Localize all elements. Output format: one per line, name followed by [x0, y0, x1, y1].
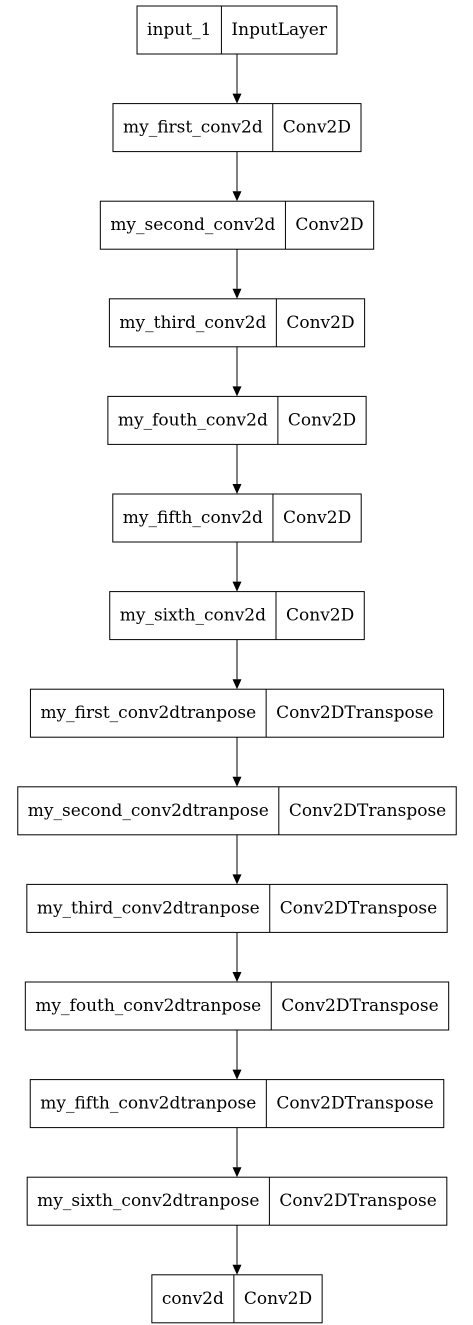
- arrowhead-icon: [232, 1264, 242, 1275]
- layer-node: conv2d Conv2D: [151, 1274, 323, 1324]
- layer-type-label: InputLayer: [231, 20, 327, 40]
- layer-name-label: my_third_conv2dtranpose: [37, 898, 260, 918]
- arrowhead-icon: [232, 484, 242, 494]
- layer-name-label: input_1: [147, 20, 211, 40]
- arrowhead-icon: [232, 972, 242, 982]
- layer-type-label: Conv2D: [286, 606, 354, 626]
- layer-name-label: my_fouth_conv2dtranpose: [35, 996, 261, 1016]
- layer-node: my_sixth_conv2dtranpose Conv2DTranspose: [26, 1176, 448, 1226]
- layer-node: my_third_conv2dtranpose Conv2DTranspose: [26, 883, 448, 933]
- arrowhead-icon: [232, 874, 242, 885]
- layer-box: [112, 493, 362, 543]
- layer-type-label: Conv2D: [288, 410, 356, 430]
- layer-box: [108, 298, 366, 348]
- layer-box: [24, 981, 450, 1031]
- layer-name-label: conv2d: [162, 1289, 224, 1309]
- layer-type-label: Conv2DTranspose: [276, 703, 433, 723]
- layer-type-label: Conv2D: [244, 1289, 312, 1309]
- layer-node: my_third_conv2d Conv2D: [108, 298, 366, 348]
- arrowhead-icon: [232, 776, 242, 787]
- layer-node: my_fifth_conv2dtranpose Conv2DTranspose: [29, 1079, 445, 1129]
- layer-type-label: Conv2D: [295, 215, 363, 235]
- arrowhead-icon: [232, 1069, 242, 1080]
- layer-box: [29, 1079, 445, 1129]
- arrowhead-icon: [232, 679, 242, 690]
- layer-name-label: my_fifth_conv2dtranpose: [40, 1094, 256, 1114]
- layer-type-label: Conv2DTranspose: [281, 996, 438, 1016]
- layer-box: [112, 103, 362, 153]
- edges-layer: [232, 54, 242, 1275]
- layer-box: [17, 786, 457, 836]
- layer-type-label: Conv2D: [283, 118, 351, 138]
- layer-node: my_second_conv2d Conv2D: [99, 200, 375, 250]
- layer-node: my_first_conv2dtranpose Conv2DTranspose: [29, 688, 445, 738]
- layer-type-label: Conv2DTranspose: [289, 801, 446, 821]
- layer-name-label: my_fifth_conv2d: [123, 508, 263, 528]
- arrowhead-icon: [232, 1167, 242, 1178]
- layer-name-label: my_sixth_conv2dtranpose: [37, 1191, 259, 1211]
- layer-node: my_fouth_conv2d Conv2D: [107, 395, 367, 445]
- layer-box: [136, 5, 338, 55]
- layer-type-label: Conv2D: [286, 313, 354, 333]
- layer-box: [26, 883, 448, 933]
- layer-name-label: my_third_conv2d: [119, 313, 266, 333]
- layer-node: my_fouth_conv2dtranpose Conv2DTranspose: [24, 981, 450, 1031]
- layer-box: [151, 1274, 323, 1324]
- layer-name-label: my_sixth_conv2d: [120, 606, 266, 626]
- layer-name-label: my_fouth_conv2d: [118, 410, 268, 430]
- layer-type-label: Conv2DTranspose: [276, 1094, 433, 1114]
- layer-node: my_sixth_conv2d Conv2D: [109, 591, 365, 641]
- layer-node: my_fifth_conv2d Conv2D: [112, 493, 362, 543]
- arrowhead-icon: [232, 288, 242, 299]
- arrowhead-icon: [232, 386, 242, 397]
- arrowhead-icon: [232, 93, 242, 104]
- layer-node: my_first_conv2d Conv2D: [112, 103, 362, 153]
- layer-name-label: my_first_conv2d: [123, 118, 263, 138]
- layer-box: [29, 688, 445, 738]
- layer-box: [109, 591, 365, 641]
- layer-name-label: my_second_conv2dtranpose: [28, 801, 269, 821]
- layer-node: my_second_conv2dtranpose Conv2DTranspose: [17, 786, 457, 836]
- layer-box: [99, 200, 375, 250]
- layer-name-label: my_first_conv2dtranpose: [40, 703, 256, 723]
- layer-type-label: Conv2DTranspose: [280, 898, 437, 918]
- layer-type-label: Conv2DTranspose: [279, 1191, 436, 1211]
- arrowhead-icon: [232, 581, 242, 592]
- layer-node: input_1 InputLayer: [136, 5, 338, 55]
- layer-name-label: my_second_conv2d: [110, 215, 275, 235]
- layer-box: [26, 1176, 448, 1226]
- layer-type-label: Conv2D: [283, 508, 351, 528]
- layer-box: [107, 395, 367, 445]
- arrowhead-icon: [232, 191, 242, 202]
